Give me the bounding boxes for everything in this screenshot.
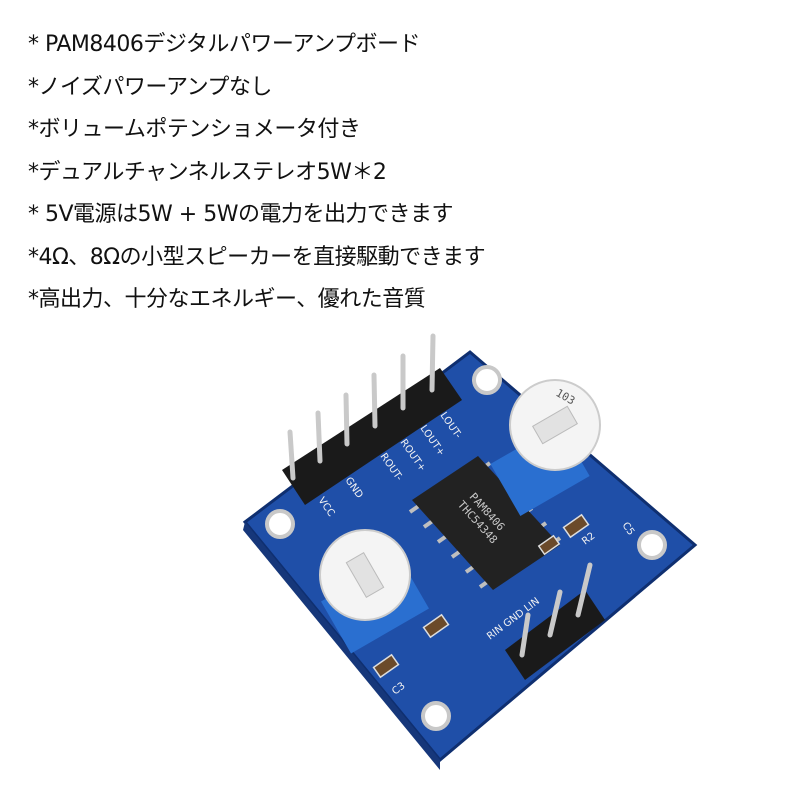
feature-item: *ボリュームポテンショメータ付き bbox=[28, 117, 361, 142]
feature-item: *高出力、十分なエネルギー、優れた音質 bbox=[28, 287, 426, 312]
mounting-holes bbox=[265, 365, 667, 731]
feature-item: *ノイズパワーアンプなし bbox=[28, 74, 272, 100]
feature-item: *4Ω、8Ωの小型スピーカーを直接駆動できます bbox=[28, 244, 486, 270]
input-pin-header bbox=[505, 562, 605, 680]
feature-item: * 5V電源は5W + 5Wの電力を出力できます bbox=[28, 202, 453, 227]
volume-potentiometer-right: 103 bbox=[490, 379, 601, 516]
feature-item: * PAM8406デジタルパワーアンプボード bbox=[28, 32, 421, 57]
pam8406-chip: PAM8406 THC54348 bbox=[408, 456, 562, 590]
smd-components bbox=[372, 513, 590, 679]
feature-item: *デュアルチャンネルステレオ5W＊2 bbox=[28, 159, 387, 185]
volume-potentiometer-left bbox=[319, 529, 429, 654]
feature-list: * PAM8406デジタルパワーアンプボード *ノイズパワーアンプなし *ボリュ… bbox=[28, 24, 486, 322]
output-pin-header bbox=[282, 333, 462, 505]
